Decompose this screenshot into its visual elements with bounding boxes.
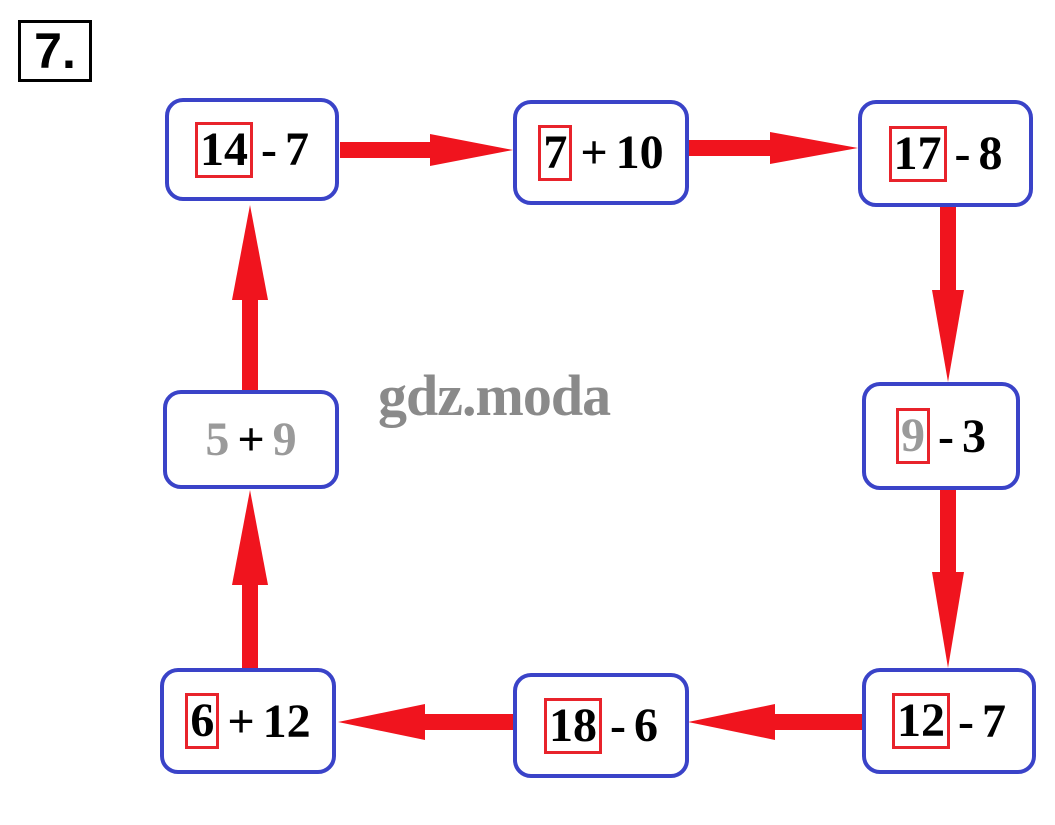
node-top-right: 17-8 [858,100,1033,207]
answer-box: 14 [195,121,253,178]
operator: + [237,413,265,466]
node-middle-right: 9-3 [862,382,1020,490]
operator: - [261,123,277,176]
answer-box: 12 [892,693,950,749]
watermark: gdz.moda [378,363,611,428]
operand: 8 [978,127,1003,180]
operator: + [580,126,608,179]
answer-box: 18 [544,697,602,754]
arrow-top-left-to-top-middle [340,134,513,166]
task-number: 7. [18,20,92,82]
arrow-bottom-middle-to-bottom-left [338,704,513,740]
node-bottom-right: 12-7 [862,668,1036,774]
node-middle-left: 5+9 [163,390,339,489]
answer-box: 9 [896,408,930,464]
node-bottom-middle: 18-6 [513,673,689,778]
operator: + [227,694,255,748]
operand: 9 [272,413,297,466]
operator: - [938,409,954,463]
arrow-middle-left-to-top-left [232,205,268,390]
operand: 12 [262,694,311,748]
operand: 3 [961,409,986,463]
node-top-middle: 7+10 [513,100,689,205]
answer-box: 17 [888,125,947,182]
answer-value: 5 [205,413,230,466]
operand: 6 [633,699,658,752]
arrow-bottom-right-to-bottom-middle [688,704,862,740]
operator: - [954,127,971,180]
node-bottom-left: 6+12 [160,668,336,774]
node-top-left: 14-7 [165,98,339,201]
arrow-bottom-left-to-middle-left [232,490,268,668]
answer-box: 7 [538,124,573,181]
arrow-top-right-to-middle-right [932,207,964,382]
answer-box: 6 [185,693,220,749]
operator: - [958,694,974,748]
operand: 7 [284,123,309,176]
operand: 10 [615,126,664,179]
arrow-middle-right-to-bottom-right [932,490,964,668]
arrow-top-middle-to-top-right [688,132,858,164]
operand: 7 [981,694,1006,748]
operator: - [610,699,626,752]
